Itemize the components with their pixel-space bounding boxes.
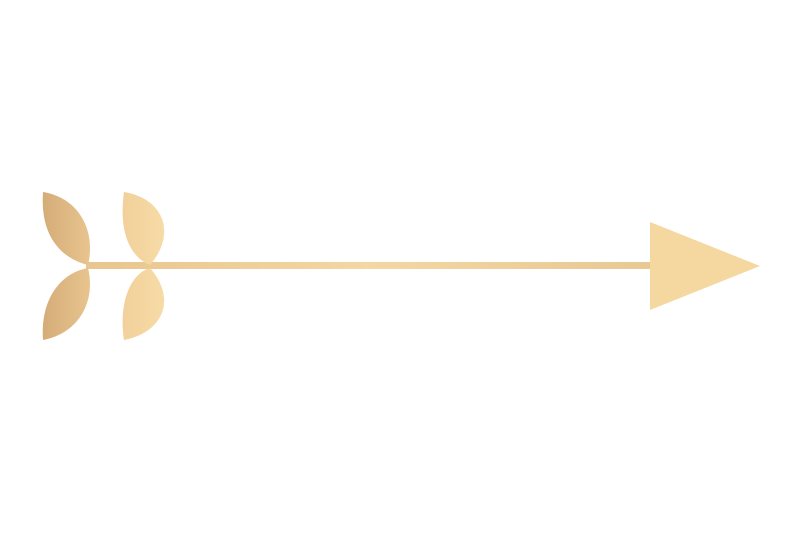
leaf-top-right	[122, 192, 165, 265]
arrowhead	[650, 222, 760, 310]
leaf-top-left	[42, 192, 91, 265]
leaf-bottom-left	[42, 268, 91, 340]
leaf-bottom-right	[122, 268, 165, 340]
arrow-shaft	[86, 262, 654, 269]
